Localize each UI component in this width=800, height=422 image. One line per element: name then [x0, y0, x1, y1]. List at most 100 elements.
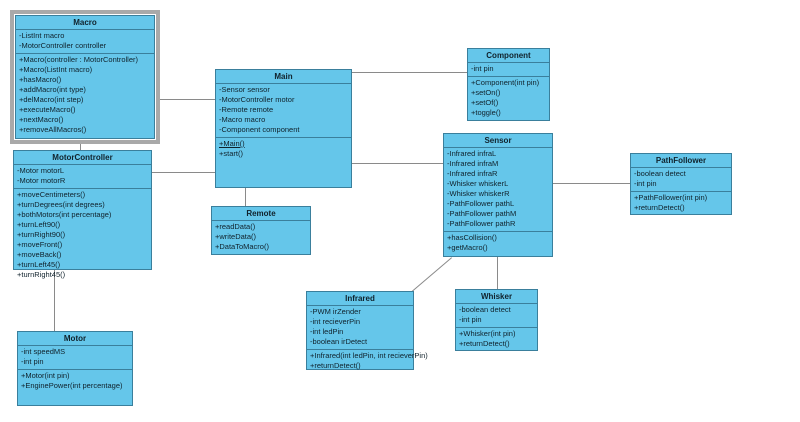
- attribute: -PathFollower pathM: [447, 209, 517, 218]
- method: +moveCentimeters(): [17, 190, 86, 199]
- macro-selection-frame: [10, 10, 160, 144]
- method: +moveFront(): [17, 240, 63, 249]
- class-attributes-main: -Sensor sensor -MotorController motor -R…: [216, 84, 351, 138]
- method: +start(): [219, 149, 243, 158]
- connector-macro-motorcontroller: [80, 141, 81, 152]
- class-attributes-macro: -ListInt macro -MotorController controll…: [16, 30, 154, 54]
- method: +DataToMacro(): [215, 242, 269, 251]
- attribute: -Motor motorR: [17, 176, 66, 185]
- attribute: -Whisker whiskerR: [447, 189, 510, 198]
- method: +Infrared(int ledPin, int recieverPin): [310, 351, 428, 360]
- method: +turnRight90(): [17, 230, 66, 239]
- attribute: -PWM irZender: [310, 307, 361, 316]
- class-box-motorcontroller[interactable]: MotorController -Motor motorL -Motor mot…: [13, 150, 152, 279]
- method: +returnDetect(): [310, 361, 361, 370]
- method: +EnginePower(int percentage): [21, 381, 123, 390]
- class-title-main: Main: [216, 70, 351, 84]
- class-methods-whisker: +Whisker(int pin) +returnDetect(): [456, 328, 537, 351]
- attribute: -Component component: [219, 125, 300, 134]
- method: +turnDegrees(int degrees): [17, 200, 105, 209]
- class-title-motor: Motor: [18, 332, 132, 346]
- attribute: -int ledPin: [310, 327, 344, 336]
- method: +setOf(): [471, 98, 499, 107]
- method: +Macro(controller : MotorController): [19, 55, 138, 64]
- method: +returnDetect(): [459, 339, 510, 348]
- attribute: -Whisker whiskerL: [447, 179, 509, 188]
- attribute: -Macro macro: [219, 115, 266, 124]
- attribute: -boolean irDetect: [310, 337, 368, 346]
- connector-main-component: [352, 72, 467, 73]
- class-methods-infrared: +Infrared(int ledPin, int recieverPin) +…: [307, 350, 428, 373]
- attribute: -MotorController controller: [19, 41, 107, 50]
- class-attributes-motorcontroller: -Motor motorL -Motor motorR: [14, 165, 151, 189]
- connector-motorcontroller-motor: [54, 270, 55, 331]
- method: +turnLeft90(): [17, 220, 61, 229]
- attribute: -int pin: [459, 315, 482, 324]
- class-box-pathfollower[interactable]: PathFollower -boolean detect -int pin +P…: [630, 153, 732, 215]
- method: +turnRight45(): [17, 270, 66, 279]
- method: +setOn(): [471, 88, 501, 97]
- class-attributes-pathfollower: -boolean detect -int pin: [631, 168, 731, 192]
- class-title-infrared: Infrared: [307, 292, 413, 306]
- connector-macro-main: [156, 99, 215, 100]
- class-methods-component: +Component(int pin) +setOn() +setOf() +t…: [468, 77, 549, 120]
- method: +readData(): [215, 222, 256, 231]
- method: +writeData(): [215, 232, 257, 241]
- method: +removeAllMacros(): [19, 125, 87, 134]
- method: +Motor(int pin): [21, 371, 70, 380]
- class-box-remote[interactable]: Remote +readData() +writeData() +DataToM…: [211, 206, 311, 255]
- class-box-infrared[interactable]: Infrared -PWM irZender -int recieverPin …: [306, 291, 428, 373]
- attribute: -int speedMS: [21, 347, 66, 356]
- connector-main-remote: [245, 188, 246, 206]
- class-box-component[interactable]: Component -int pin +Component(int pin) +…: [467, 48, 550, 121]
- class-box-sensor[interactable]: Sensor -Infrared infraL -Infrared infraM…: [443, 133, 553, 257]
- attribute: -Sensor sensor: [219, 85, 270, 94]
- attribute: -int pin: [21, 357, 44, 366]
- method: +turnLeft45(): [17, 260, 61, 269]
- attribute: -int recieverPin: [310, 317, 361, 326]
- class-box-macro[interactable]: Macro -ListInt macro -MotorController co…: [15, 15, 155, 139]
- class-attributes-sensor: -Infrared infraL -Infrared infraM -Infra…: [444, 148, 552, 232]
- attribute: -int pin: [634, 179, 657, 188]
- method: +executeMacro(): [19, 105, 76, 114]
- class-title-sensor: Sensor: [444, 134, 552, 148]
- attribute: -ListInt macro: [19, 31, 65, 40]
- connector-main-sensor: [352, 163, 443, 164]
- class-box-main[interactable]: Main -Sensor sensor -MotorController mot…: [215, 69, 352, 188]
- method: +returnDetect(): [634, 203, 685, 212]
- method: +Macro(ListInt macro): [19, 65, 93, 74]
- method: +getMacro(): [447, 243, 488, 252]
- method: +Component(int pin): [471, 78, 540, 87]
- connector-sensor-infrared: [411, 257, 452, 292]
- class-methods-sensor: +hasCollision() +getMacro(): [444, 232, 552, 255]
- class-title-pathfollower: PathFollower: [631, 154, 731, 168]
- class-attributes-motor: -int speedMS -int pin: [18, 346, 132, 370]
- method: +toggle(): [471, 108, 501, 117]
- class-methods-motor: +Motor(int pin) +EnginePower(int percent…: [18, 370, 132, 393]
- class-title-remote: Remote: [212, 207, 310, 221]
- class-title-macro: Macro: [16, 16, 154, 30]
- attribute: -PathFollower pathL: [447, 199, 515, 208]
- attribute: -Remote remote: [219, 105, 274, 114]
- class-methods-main: +Main() +start(): [216, 138, 351, 161]
- attribute: -Infrared infraL: [447, 149, 497, 158]
- class-methods-motorcontroller: +moveCentimeters() +turnDegrees(int degr…: [14, 189, 151, 282]
- class-title-whisker: Whisker: [456, 290, 537, 304]
- method: +Main(): [219, 139, 245, 148]
- attribute: -Infrared infraM: [447, 159, 499, 168]
- method: +addMacro(int type): [19, 85, 86, 94]
- method: +moveBack(): [17, 250, 62, 259]
- class-title-component: Component: [468, 49, 549, 63]
- connector-sensor-whisker: [497, 255, 498, 289]
- class-attributes-component: -int pin: [468, 63, 549, 77]
- class-title-motorcontroller: MotorController: [14, 151, 151, 165]
- attribute: -PathFollower pathR: [447, 219, 516, 228]
- class-methods-pathfollower: +PathFollower(int pin) +returnDetect(): [631, 192, 731, 215]
- method: +Whisker(int pin): [459, 329, 516, 338]
- attribute: -boolean detect: [634, 169, 686, 178]
- class-box-whisker[interactable]: Whisker -boolean detect -int pin +Whiske…: [455, 289, 538, 351]
- attribute: -Motor motorL: [17, 166, 65, 175]
- attribute: -int pin: [471, 64, 494, 73]
- class-box-motor[interactable]: Motor -int speedMS -int pin +Motor(int p…: [17, 331, 133, 406]
